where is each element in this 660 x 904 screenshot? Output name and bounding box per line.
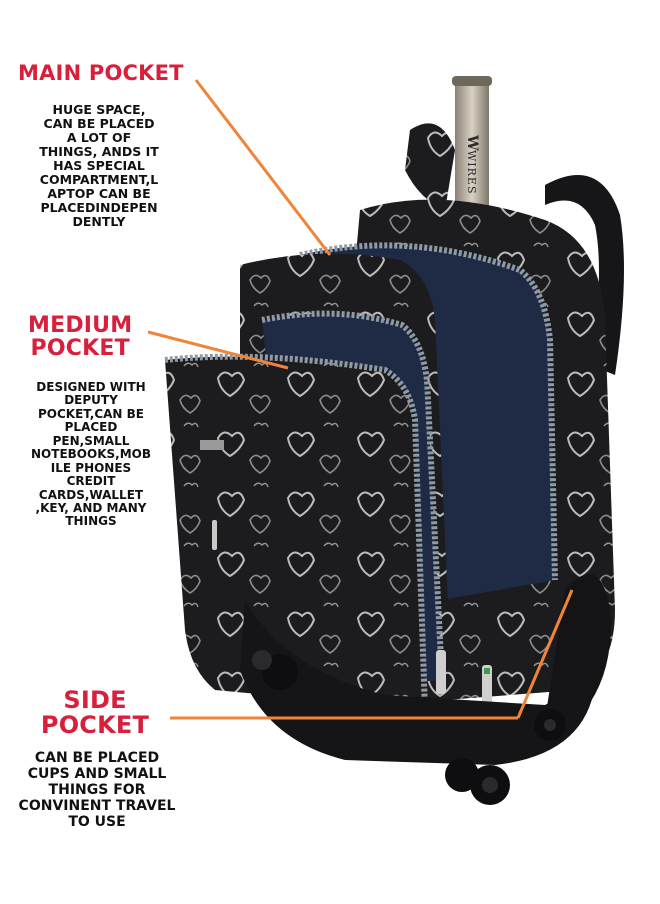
- zipper-pull-1: [436, 650, 446, 694]
- wheels: [252, 650, 566, 805]
- handle-brand: WIRES: [465, 150, 478, 195]
- zipper-pull-left: [212, 520, 217, 550]
- trolley-handle-pole: [455, 78, 489, 228]
- main-pocket-leader: [194, 79, 332, 256]
- main-pocket-title: MAIN POCKET: [18, 61, 184, 85]
- medium-pocket-description: DESIGNED WITH DEPUTY POCKET,CAN BE PLACE…: [31, 380, 151, 529]
- medium-pocket-title-line1: MEDIUM: [28, 313, 133, 338]
- color-tag: [484, 668, 490, 674]
- front-logo-patch: [200, 440, 224, 450]
- handle-logo: W: [464, 134, 480, 151]
- side-pocket-title-line1: SIDE: [63, 686, 127, 714]
- medium-pocket-title: MEDIUM POCKET: [28, 314, 132, 360]
- side-pocket-leader-d: [516, 589, 574, 719]
- shoulder-strap-left: [405, 123, 455, 210]
- front-pocket-flap: [165, 356, 425, 710]
- zipper-pull-2: [482, 665, 492, 705]
- side-pocket-title-line2: POCKET: [40, 711, 150, 740]
- medium-pocket-leader: [147, 330, 289, 370]
- medium-pocket-title-line2: POCKET: [30, 336, 130, 362]
- main-pocket-description: HUGE SPACE, CAN BE PLACED A LOT OF THING…: [39, 102, 159, 229]
- medium-zipper: [261, 310, 445, 681]
- side-pocket-description: CAN BE PLACED CUPS AND SMALL THINGS FOR …: [18, 750, 176, 831]
- trolley-base: [240, 600, 595, 765]
- side-pocket-title: SIDE POCKET: [20, 686, 170, 740]
- main-zipper: [299, 242, 558, 581]
